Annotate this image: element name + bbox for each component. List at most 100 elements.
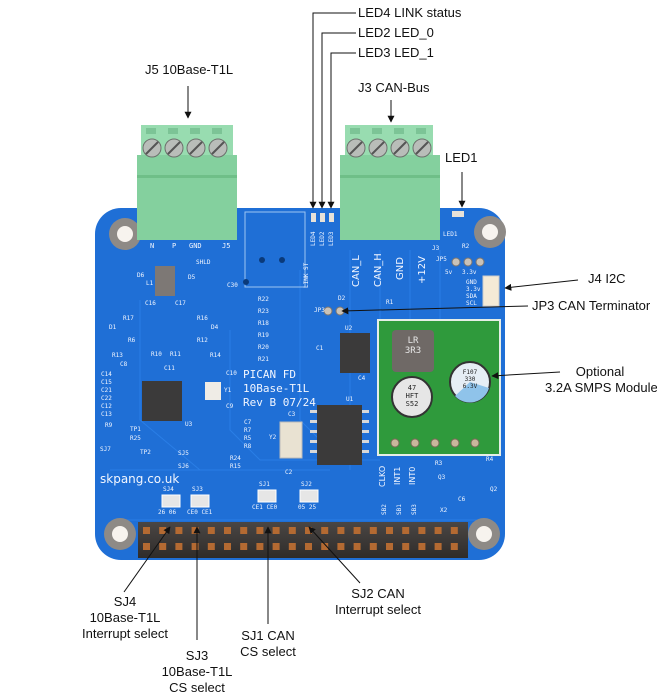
silk-u3: U3 <box>185 421 193 428</box>
header-pin <box>207 527 215 534</box>
callout-smps-line1: Optional <box>575 364 625 379</box>
header-pin <box>240 543 248 550</box>
callout-sj4: SJ4 10Base-T1L Interrupt select <box>60 594 190 642</box>
silk-r11: R11 <box>170 351 181 358</box>
header-pin <box>434 527 442 534</box>
silk-website: skpang.co.uk <box>100 472 180 486</box>
silk-j3: J3 <box>432 245 440 252</box>
silk-r6: R6 <box>128 337 136 344</box>
silk-led1: LED1 <box>443 231 458 238</box>
silk-r1: R1 <box>386 299 394 306</box>
silk-jp5-33v: 3.3v <box>462 269 477 276</box>
smps-inductor-line1: LR <box>407 336 419 346</box>
header-pin <box>402 527 410 534</box>
callout-lines <box>123 12 579 640</box>
silk-clko: CLKO <box>378 465 387 487</box>
smps-cap2-marking: F107 330 6.3V <box>458 369 482 390</box>
silk-c30: C30 <box>227 282 238 289</box>
callout-sj3-line1: SJ3 <box>185 648 209 663</box>
silk-int1: INT1 <box>393 466 402 485</box>
silk-r2: R2 <box>462 243 470 250</box>
header-pin <box>321 527 329 534</box>
header-pin <box>175 527 183 534</box>
callout-sj4-line3: Interrupt select <box>82 626 168 641</box>
silk-c6: C6 <box>458 496 466 503</box>
silk-r16: R16 <box>197 315 208 322</box>
silk-j3-12v: +12V <box>417 256 428 284</box>
callout-sj2: SJ2 CAN Interrupt select <box>323 586 433 618</box>
u1-ic <box>317 405 362 465</box>
mounting-outline <box>244 211 306 288</box>
header-pin <box>386 543 393 550</box>
silk-c11: C11 <box>164 365 175 372</box>
silk-title: PICAN FD 10Base-T1L Rev B 07/24 <box>243 368 316 410</box>
header-pin <box>450 527 458 534</box>
j5-terminal-block <box>137 125 237 240</box>
callout-sj2-line2: Interrupt select <box>335 602 421 617</box>
header-pin <box>191 527 199 534</box>
silk-tp1: TP1 <box>130 426 141 433</box>
silk-r8: R8 <box>244 443 252 450</box>
silk-sj2: SJ2 <box>301 481 312 488</box>
silk-r18: R18 <box>258 320 269 327</box>
silk-c7: C7 <box>244 419 252 426</box>
header-pin <box>450 543 458 550</box>
silk-u1: U1 <box>346 396 354 403</box>
y1-crystal <box>205 382 221 400</box>
silk-sb1: SB1 <box>396 504 403 515</box>
silk-u2: U2 <box>345 325 353 332</box>
mounting-holes <box>104 216 506 550</box>
callout-jp3: JP3 CAN Terminator <box>532 298 651 313</box>
sj3-jumper <box>190 494 210 508</box>
silk-r7: R7 <box>244 427 252 434</box>
status-leds <box>311 211 464 222</box>
callout-j5: J5 10Base-T1L <box>145 62 234 77</box>
header-pin <box>272 527 280 534</box>
callout-sj4-line1: SJ4 <box>113 594 137 609</box>
silk-sj6: SJ6 <box>178 463 189 470</box>
silk-r10: R10 <box>151 351 162 358</box>
header-pin <box>224 543 231 550</box>
smps-cap1-line3: S52 <box>405 400 419 408</box>
silk-jp5: JP5 <box>436 256 447 263</box>
silk-q2: Q2 <box>490 486 498 493</box>
solder-jumpers <box>161 489 319 508</box>
silk-c4: C4 <box>358 375 366 382</box>
silk-sb2: SB2 <box>381 504 388 515</box>
smps-cap1-line2: HFT <box>405 392 419 400</box>
header-pin <box>272 543 280 550</box>
header-pin <box>143 527 150 534</box>
smps-cap2-line1: F107 <box>462 369 478 376</box>
callout-sj3: SJ3 10Base-T1L CS select <box>142 648 252 696</box>
header-pin <box>369 543 377 550</box>
silk-led3: LED3 <box>328 231 335 246</box>
silk-r4: R4 <box>486 456 494 463</box>
callout-sj2-line1: SJ2 CAN <box>351 586 405 601</box>
silk-title-line2: 10Base-T1L <box>243 382 310 395</box>
header-pin <box>159 543 167 550</box>
silk-r24: R24 <box>230 455 241 462</box>
header-pin <box>321 543 329 550</box>
header-pin <box>369 527 377 534</box>
header-pin <box>418 543 426 550</box>
callout-led3: LED3 LED_1 <box>358 45 434 60</box>
silk-c10: C10 <box>226 370 237 377</box>
silk-j4-gnd: GND <box>466 279 477 286</box>
silk-r23: R23 <box>258 308 269 315</box>
silk-c17: C17 <box>175 300 186 307</box>
silk-c9: C9 <box>226 403 234 410</box>
u3-ic <box>142 381 182 421</box>
gpio-header <box>138 522 468 558</box>
smps-cap2-line2: 330 <box>464 376 476 383</box>
header-pin <box>386 527 393 534</box>
sj4-jumper <box>161 494 181 508</box>
smps-inductor <box>392 330 434 372</box>
silk-r14: R14 <box>210 352 221 359</box>
silk-sj3: SJ3 <box>192 486 203 493</box>
callout-led4: LED4 LINK status <box>358 5 462 20</box>
silk-link-st: LINK ST <box>303 262 310 288</box>
silk-j4-pins: GND 3.3v SDA SCL <box>466 279 480 307</box>
silk-j5: J5 <box>222 242 231 250</box>
silk-j4-scl: SCL <box>466 300 477 307</box>
